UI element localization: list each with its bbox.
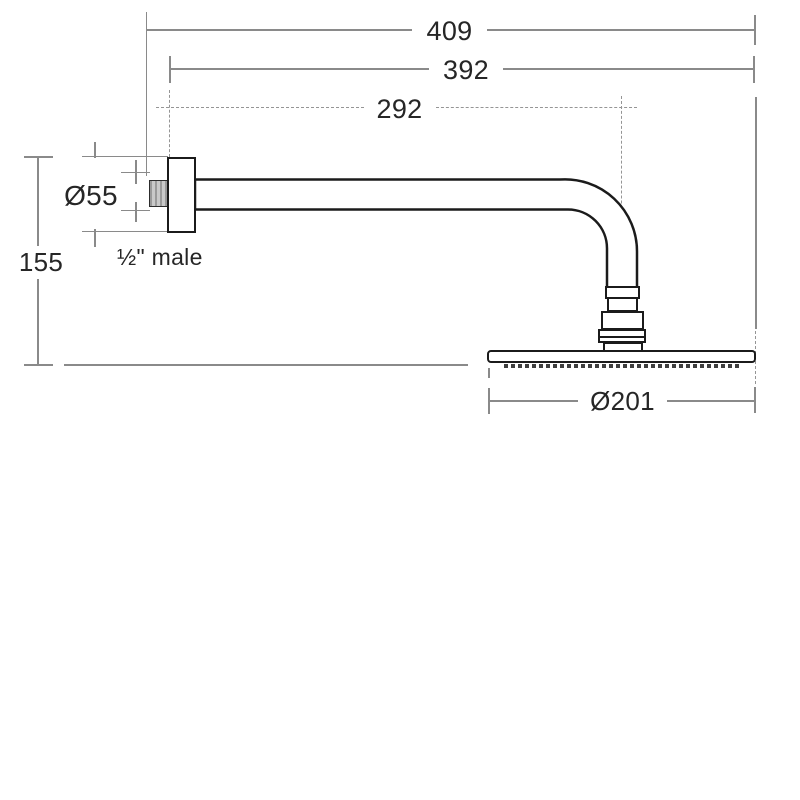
tick-arm-diameter-top — [135, 160, 137, 184]
dim-label-292: 292 — [376, 94, 423, 124]
wall-flange — [167, 157, 196, 233]
thread-type-label: ½" male — [117, 244, 203, 270]
dim-label-flange-diameter: Ø55 — [64, 180, 118, 211]
dim-label-head-diameter: Ø201 — [590, 386, 655, 416]
tick-392-left — [169, 56, 171, 83]
tick-155-bottom — [24, 364, 53, 366]
dim-line-292-right-dashed — [436, 107, 637, 108]
tick-409-right — [754, 15, 756, 45]
tick-392-right — [753, 56, 755, 83]
dim-line-392-right — [503, 68, 754, 70]
nozzle-row — [504, 363, 740, 369]
dim-line-292-left-dashed — [156, 107, 364, 108]
extension-line-wall-face-dashed — [169, 90, 171, 157]
tick-arm-diameter-bottom — [135, 202, 137, 222]
dim-line-155-upper — [37, 158, 39, 246]
dim-line-409-left — [147, 29, 412, 31]
tick-201-right — [754, 387, 756, 413]
dim-line-155-lower — [37, 279, 39, 365]
dim-line-392-left — [171, 68, 429, 70]
dim-line-201-right — [667, 400, 755, 402]
connector-cone — [606, 297, 638, 312]
dim-label-155: 155 — [18, 247, 64, 277]
extension-line-head-underside — [64, 364, 468, 366]
connector-nut-upper — [601, 311, 644, 330]
head-centerline-dashed — [621, 96, 622, 293]
tick-55-bottom — [94, 229, 96, 247]
extension-line-flange-top — [82, 155, 168, 158]
extension-line-flange-bottom — [82, 230, 167, 233]
male-thread-fitting — [149, 180, 168, 207]
connector-nut-lower — [598, 329, 646, 343]
connector-nut-seam — [600, 336, 644, 338]
extension-line-201-left — [488, 368, 490, 378]
tick-155-top — [24, 156, 53, 158]
dim-label-392: 392 — [443, 55, 489, 85]
tick-201-left — [488, 388, 490, 414]
extension-line-right-solid — [755, 97, 757, 329]
tick-55-top — [94, 142, 96, 158]
shower-head-plate — [487, 350, 756, 363]
dim-label-409: 409 — [426, 16, 473, 46]
dim-line-201-left — [490, 400, 578, 402]
dim-line-409-right — [487, 29, 755, 31]
extension-line-409-left — [145, 12, 148, 176]
